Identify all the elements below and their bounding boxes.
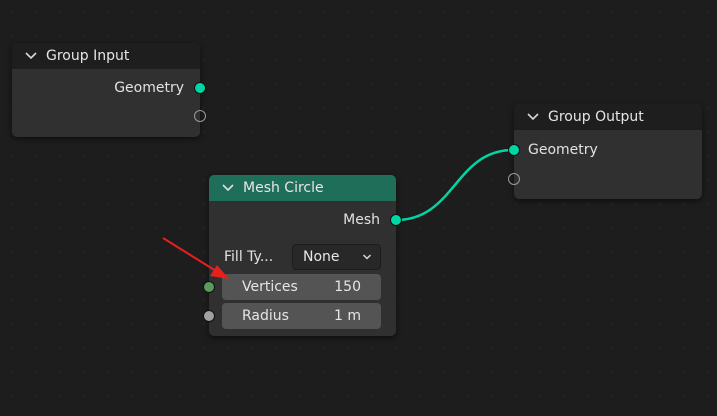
mesh-circle-title: Mesh Circle — [243, 180, 324, 196]
group-input-geometry-label: Geometry — [114, 80, 184, 96]
group-output-geometry-socket[interactable] — [508, 144, 520, 156]
group-input-empty-socket[interactable] — [194, 110, 206, 122]
link-mesh-to-group-output[interactable] — [395, 148, 514, 222]
chevron-down-icon[interactable] — [221, 181, 235, 195]
group-output-node[interactable]: Group Output Geometry — [508, 104, 702, 199]
mesh-circle-header[interactable]: Mesh Circle — [209, 175, 396, 201]
radius-value: 1 m — [334, 308, 361, 324]
chevron-down-icon — [362, 254, 372, 260]
group-output-empty-socket[interactable] — [508, 173, 520, 185]
chevron-down-icon[interactable] — [526, 110, 540, 124]
fill-type-dropdown[interactable]: None — [292, 244, 381, 270]
radius-label: Radius — [242, 308, 289, 324]
vertices-value: 150 — [334, 279, 361, 295]
radius-input-socket[interactable] — [203, 310, 215, 322]
mesh-output-socket[interactable] — [390, 214, 402, 226]
group-output-title: Group Output — [548, 109, 644, 125]
vertices-input-socket[interactable] — [203, 281, 215, 293]
group-output-header[interactable]: Group Output — [514, 104, 702, 130]
vertices-label: Vertices — [242, 279, 298, 295]
fill-type-value: None — [303, 249, 340, 265]
chevron-down-icon[interactable] — [24, 49, 38, 63]
fill-type-label: Fill Ty... — [224, 249, 274, 265]
group-input-title: Group Input — [46, 48, 130, 64]
radius-field[interactable]: Radius 1 m — [222, 303, 381, 329]
group-input-node[interactable]: Group Input Geometry — [12, 43, 206, 137]
mesh-output-label: Mesh — [343, 212, 380, 228]
group-input-header[interactable]: Group Input — [12, 43, 200, 69]
vertices-field[interactable]: Vertices 150 — [222, 274, 381, 300]
group-input-geometry-socket[interactable] — [194, 82, 206, 94]
group-output-geometry-label: Geometry — [528, 142, 598, 158]
mesh-circle-node[interactable]: Mesh Circle Mesh Fill Ty... None Vertice… — [203, 175, 402, 336]
